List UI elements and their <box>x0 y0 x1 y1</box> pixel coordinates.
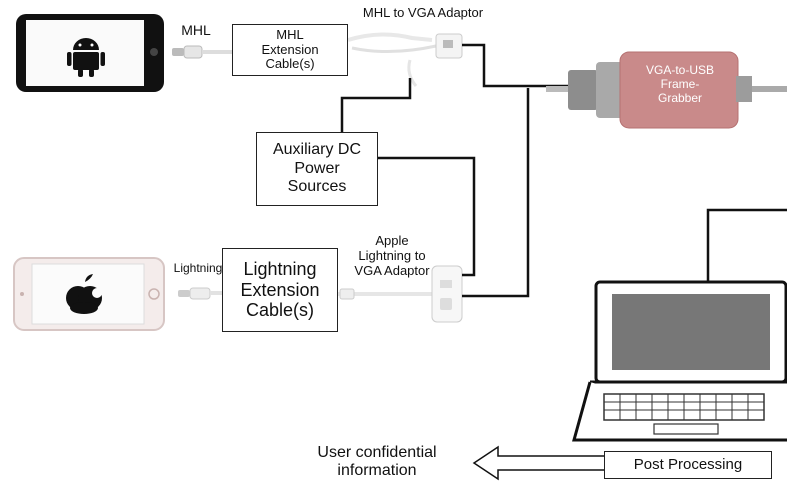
lightning-plug-icon <box>178 287 222 300</box>
mhl-extension-cable-box: MHL Extension Cable(s) <box>232 24 348 76</box>
apple-adaptor-label: Apple Lightning to VGA Adaptor <box>354 233 430 278</box>
wires <box>340 43 787 298</box>
mhl-vga-adaptor-icon <box>347 32 463 87</box>
usb-frame-grabber-icon <box>546 51 787 129</box>
user-confidential-info-label: User confidential information <box>317 444 437 480</box>
hollow-left-arrow-icon <box>472 445 607 481</box>
mhl-to-vga-adaptor-label: MHL to VGA Adaptor <box>362 5 484 20</box>
frame-grabber-label: VGA-to-USB Frame- Grabber <box>645 63 714 105</box>
android-phone-icon <box>16 14 164 92</box>
mhl-plug-icon <box>172 45 232 59</box>
apple-vga-adaptor-icon <box>338 265 463 323</box>
lightning-extension-cable-box: Lightning Extension Cable(s) <box>222 248 338 332</box>
post-processing-box: Post Processing <box>604 451 772 479</box>
laptop-icon <box>572 280 787 442</box>
lightning-label: Lightning <box>173 261 223 275</box>
mhl-label: MHL <box>181 22 211 38</box>
iphone-icon <box>13 257 165 331</box>
auxiliary-dc-power-box: Auxiliary DC Power Sources <box>256 132 378 206</box>
